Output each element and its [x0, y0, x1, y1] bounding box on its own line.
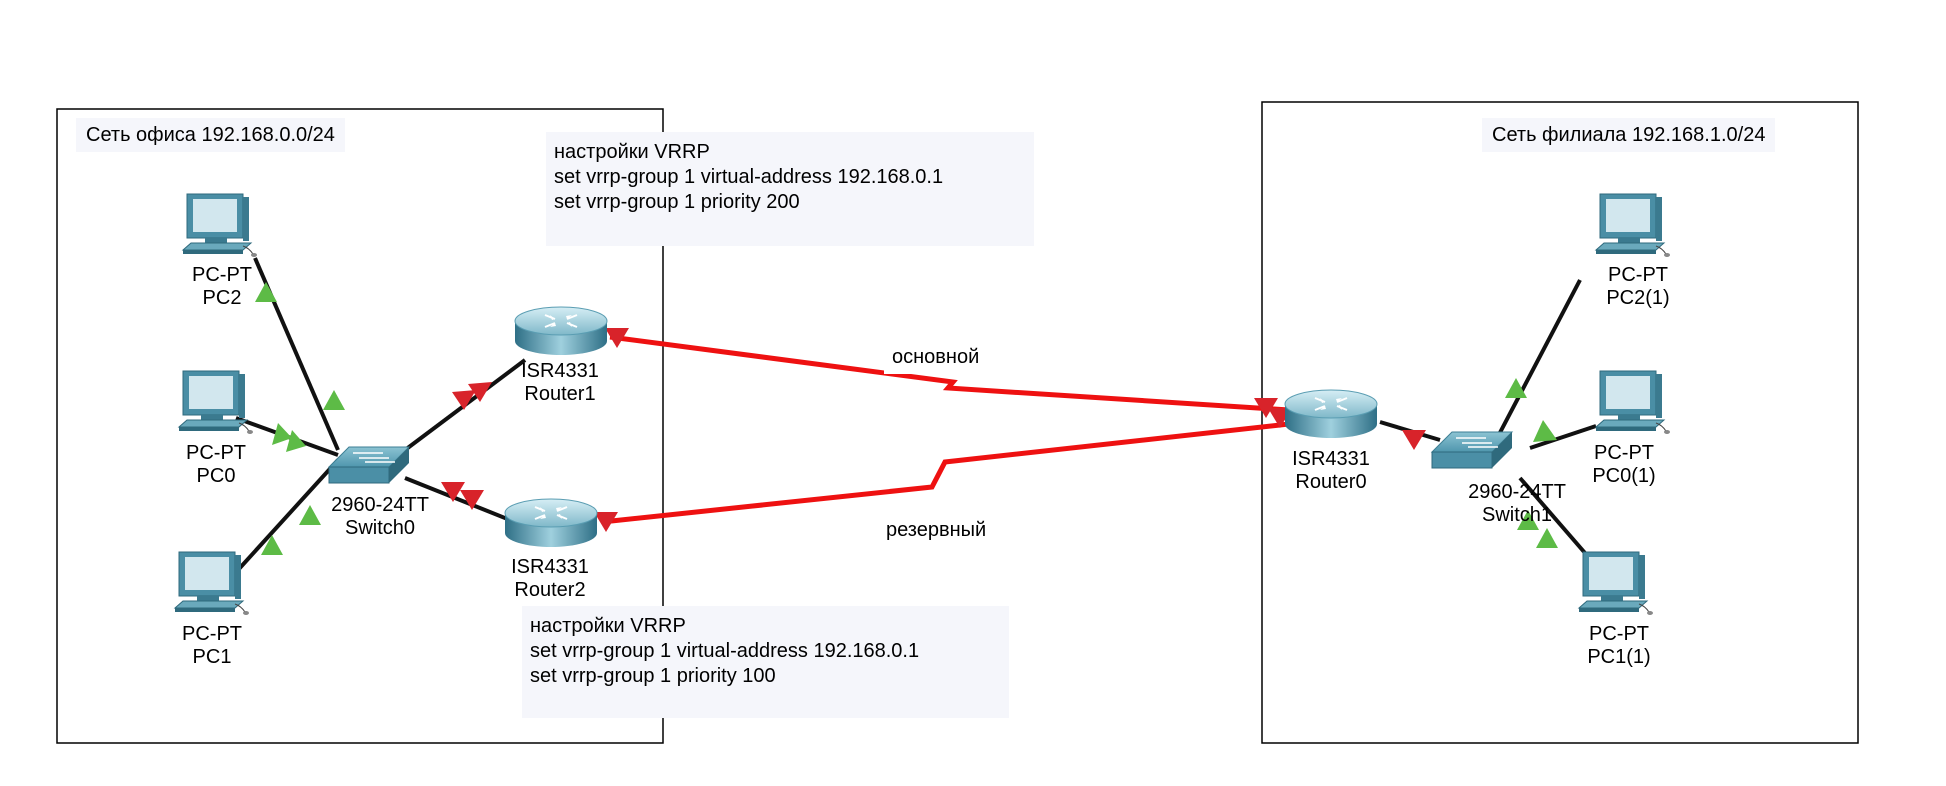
router0-label: ISR4331 Router0	[1251, 448, 1411, 494]
pc2-1-label: PC-PT PC2(1)	[1558, 264, 1718, 310]
device-name: Router0	[1295, 471, 1367, 493]
pc0-icon[interactable]	[178, 370, 254, 435]
pc2-1-icon[interactable]	[1595, 193, 1671, 258]
switch1-label: 2960-24TT Switch1	[1437, 481, 1597, 527]
device-model: ISR4331	[1292, 448, 1370, 470]
note-line: set vrrp-group 1 priority 100	[530, 665, 776, 687]
device-model: ISR4331	[521, 360, 599, 382]
pc1-label: PC-PT PC1	[132, 623, 292, 669]
router0-icon[interactable]	[1284, 389, 1378, 439]
device-name: PC2(1)	[1606, 287, 1670, 309]
router1-label: ISR4331 Router1	[480, 360, 640, 406]
backup-link-line	[601, 420, 1299, 525]
device-model: PC-PT	[182, 623, 242, 645]
note-line: set vrrp-group 1 virtual-address 192.168…	[554, 166, 944, 188]
switch0-icon[interactable]	[328, 446, 410, 484]
router1-vrrp-note: настройки VRRP set vrrp-group 1 virtual-…	[546, 132, 1034, 246]
branch-network-area	[1261, 101, 1859, 744]
backup-link-label: резервный	[878, 513, 995, 547]
switch1-icon[interactable]	[1431, 431, 1513, 469]
office-network-title: Сеть офиса 192.168.0.0/24	[76, 118, 345, 152]
wan-links	[601, 334, 1305, 525]
pc1-1-icon[interactable]	[1578, 551, 1654, 616]
note-line: настройки VRRP	[554, 141, 710, 163]
switch0-label: 2960-24TT Switch0	[300, 494, 460, 540]
device-name: Router1	[524, 383, 596, 405]
router2-vrrp-note: настройки VRRP set vrrp-group 1 virtual-…	[522, 606, 1009, 718]
note-line: set vrrp-group 1 priority 200	[554, 191, 800, 213]
device-model: ISR4331	[511, 556, 589, 578]
device-name: Router2	[514, 579, 586, 601]
device-name: PC0(1)	[1592, 465, 1656, 487]
pc0-label: PC-PT PC0	[136, 442, 296, 488]
pc0-1-label: PC-PT PC0(1)	[1544, 442, 1704, 488]
device-name: PC0	[196, 465, 236, 487]
device-model: 2960-24TT	[1468, 481, 1566, 503]
office-network-area	[56, 108, 664, 744]
device-model: PC-PT	[186, 442, 246, 464]
device-name: PC1(1)	[1587, 646, 1651, 668]
note-line: настройки VRRP	[530, 615, 686, 637]
device-name: Switch0	[344, 517, 416, 539]
device-name: Switch1	[1481, 504, 1553, 526]
pc2-icon[interactable]	[182, 193, 258, 258]
device-model: PC-PT	[192, 264, 252, 286]
branch-network-title: Сеть филиала 192.168.1.0/24	[1482, 118, 1776, 152]
primary-link-label: основной	[884, 340, 988, 374]
router2-label: ISR4331 Router2	[470, 556, 630, 602]
device-model: PC-PT	[1589, 623, 1649, 645]
device-name: PC1	[192, 646, 232, 668]
router1-icon[interactable]	[514, 306, 608, 356]
pc2-label: PC-PT PC2	[142, 264, 302, 310]
primary-link-line	[609, 334, 1305, 414]
pc1-1-label: PC-PT PC1(1)	[1539, 623, 1699, 669]
pc1-icon[interactable]	[174, 551, 250, 616]
device-model: PC-PT	[1594, 442, 1654, 464]
router2-icon[interactable]	[504, 498, 598, 548]
port-status-up	[255, 282, 1558, 555]
pc0-1-icon[interactable]	[1595, 370, 1671, 435]
device-model: PC-PT	[1608, 264, 1668, 286]
port-status-down	[441, 328, 1426, 532]
device-name: PC2	[202, 287, 242, 309]
note-line: set vrrp-group 1 virtual-address 192.168…	[530, 640, 920, 662]
device-model: 2960-24TT	[331, 494, 429, 516]
